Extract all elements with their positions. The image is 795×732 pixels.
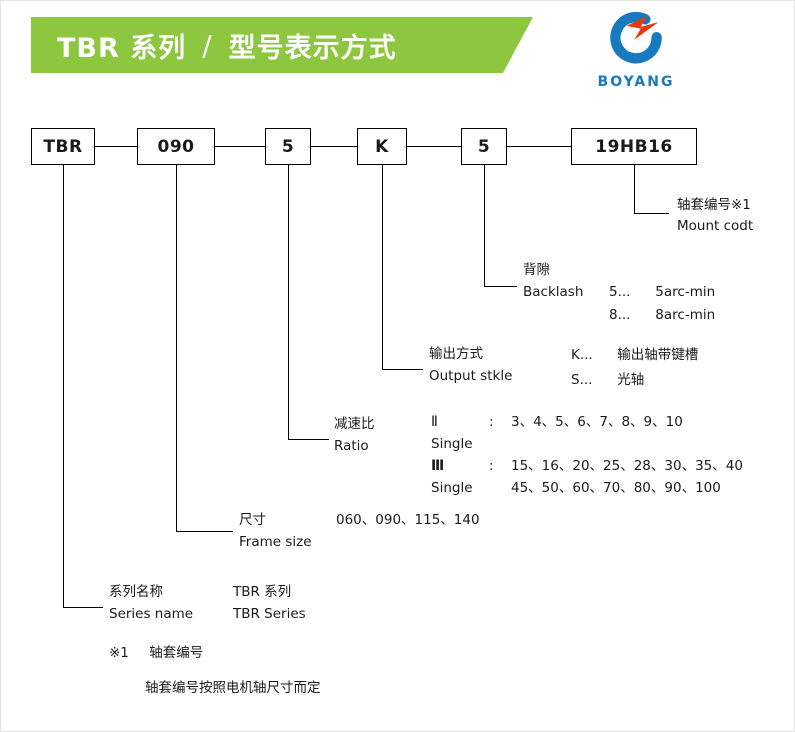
boyang-logo-text: BOYANG bbox=[597, 74, 675, 90]
ratio-row: Single 45、50、60、70、80、90、100 bbox=[431, 477, 743, 499]
output-label-zh: 输出方式 bbox=[429, 346, 483, 362]
connector-line bbox=[288, 439, 329, 440]
code-box-output: K bbox=[357, 128, 407, 165]
mount-label-zh: 轴套编号※1 bbox=[677, 197, 751, 213]
footnote-line-1: ※1 轴套编号 bbox=[109, 642, 203, 664]
frame-label-zh: 尺寸 bbox=[239, 512, 266, 528]
frame-values: 060、090、115、140 bbox=[336, 512, 480, 528]
code-box-ratio: 5 bbox=[265, 128, 311, 165]
series-label-en: Series name bbox=[109, 606, 194, 622]
boyang-swirl-icon bbox=[610, 11, 662, 64]
connector-line bbox=[407, 146, 461, 147]
backlash-label-en: Backlash bbox=[523, 284, 584, 300]
ratio-single-label: Single bbox=[431, 480, 473, 496]
ratio-single-label: Single bbox=[431, 436, 473, 452]
output-option: K... 输出轴带键槽 bbox=[571, 343, 698, 368]
code-box-mount: 19HB16 bbox=[571, 128, 697, 165]
connector-line bbox=[95, 146, 137, 147]
backlash-option: 8... 8arc-min bbox=[609, 304, 715, 327]
ratio-row: Ⅲ : 15、16、20、25、28、30、35、40 bbox=[431, 455, 743, 477]
output-option: S... 光轴 bbox=[571, 368, 698, 393]
banner-subtitle: 型号表示方式 bbox=[228, 32, 397, 64]
series-label-zh: 系列名称 bbox=[109, 584, 163, 600]
ratio-values: 3、4、5、6、7、8、9、10 bbox=[511, 414, 683, 430]
connector-line bbox=[288, 165, 289, 439]
backlash-options: 5... 5arc-min 8... 8arc-min bbox=[609, 281, 715, 327]
connector-line bbox=[176, 531, 233, 532]
output-option-key: K... bbox=[571, 347, 593, 363]
backlash-option-key: 8... bbox=[609, 307, 631, 323]
ratio-row: Single bbox=[431, 433, 743, 455]
connector-line bbox=[382, 369, 423, 370]
mount-label-en: Mount codt bbox=[677, 218, 754, 234]
output-label-en: Output stkle bbox=[429, 368, 513, 384]
backlash-option-value: 5arc-min bbox=[655, 284, 716, 300]
connector-line bbox=[382, 165, 383, 369]
ratio-colon: : bbox=[489, 414, 494, 430]
series-values: TBR 系列 TBR Series bbox=[233, 581, 306, 625]
backlash-option-value: 8arc-min bbox=[655, 307, 716, 323]
company-logo: BOYANG bbox=[586, 9, 686, 90]
series-value-zh: TBR 系列 bbox=[233, 584, 292, 600]
ratio-values: 15、16、20、25、28、30、35、40 bbox=[511, 458, 743, 474]
series-annotation: 系列名称 Series name bbox=[109, 581, 193, 625]
connector-line bbox=[63, 607, 103, 608]
banner-slash: / bbox=[202, 28, 213, 62]
backlash-annotation: 背隙 Backlash bbox=[523, 259, 583, 303]
code-box-series: TBR bbox=[31, 128, 95, 165]
output-option-value: 光轴 bbox=[617, 372, 645, 388]
connector-line bbox=[507, 146, 571, 147]
footnote-label: 轴套编号 bbox=[149, 645, 204, 661]
frame-annotation: 尺寸 Frame size bbox=[239, 509, 312, 553]
footnote-note: 轴套编号按照电机轴尺寸而定 bbox=[145, 680, 321, 696]
ratio-colon: : bbox=[489, 458, 494, 474]
footnote-mark: ※1 bbox=[109, 645, 129, 661]
output-option-value: 输出轴带键槽 bbox=[617, 347, 699, 363]
output-annotation: 输出方式 Output stkle bbox=[429, 343, 512, 387]
backlash-option-key: 5... bbox=[609, 284, 631, 300]
code-box-frame: 090 bbox=[137, 128, 215, 165]
ratio-label-en: Ratio bbox=[334, 438, 369, 454]
ratio-numeral: Ⅱ bbox=[431, 414, 438, 430]
connector-line bbox=[63, 165, 64, 607]
series-value-en: TBR Series bbox=[233, 606, 306, 622]
backlash-label-zh: 背隙 bbox=[523, 262, 550, 278]
header-banner: TBR 系列 / 型号表示方式 bbox=[31, 17, 533, 73]
connector-line bbox=[311, 146, 357, 147]
connector-line bbox=[215, 146, 265, 147]
ratio-row: Ⅱ : 3、4、5、6、7、8、9、10 bbox=[431, 411, 743, 433]
mount-annotation: 轴套编号※1 Mount codt bbox=[677, 195, 753, 237]
ratio-values: 45、50、60、70、80、90、100 bbox=[511, 480, 721, 496]
frame-label-en: Frame size bbox=[239, 534, 312, 550]
ratio-numeral: Ⅲ bbox=[431, 458, 445, 474]
output-options: K... 输出轴带键槽 S... 光轴 bbox=[571, 343, 698, 393]
ratio-annotation: 减速比 Ratio bbox=[334, 413, 375, 457]
output-option-key: S... bbox=[571, 372, 593, 388]
backlash-option: 5... 5arc-min bbox=[609, 281, 715, 304]
connector-line bbox=[176, 165, 177, 531]
connector-line bbox=[484, 286, 517, 287]
ratio-detail: Ⅱ : 3、4、5、6、7、8、9、10 Single Ⅲ : 15、16、20… bbox=[431, 411, 743, 499]
connector-line bbox=[634, 213, 669, 214]
ratio-label-zh: 减速比 bbox=[334, 416, 375, 432]
code-box-backlash: 5 bbox=[461, 128, 507, 165]
connector-line bbox=[484, 165, 485, 286]
connector-line bbox=[634, 165, 635, 213]
banner-title: TBR 系列 bbox=[57, 32, 187, 64]
